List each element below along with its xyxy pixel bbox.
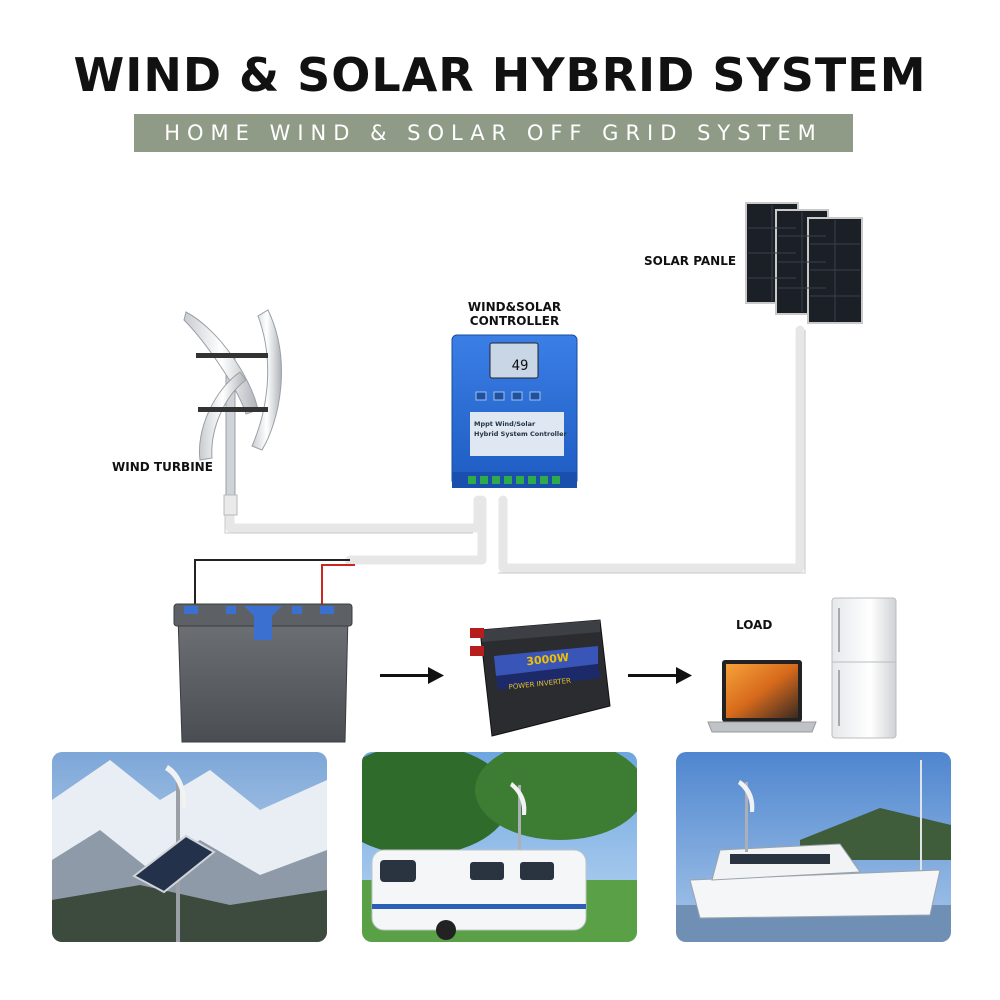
inverter-icon xyxy=(470,619,611,737)
controller-label-line1: WIND&SOLAR xyxy=(467,300,562,314)
laptop-icon xyxy=(707,660,817,733)
controller-icon xyxy=(451,334,578,488)
wind-turbine-label: WIND TURBINE xyxy=(112,460,213,474)
load-label: LOAD xyxy=(736,618,773,632)
fridge-icon xyxy=(831,597,897,739)
battery-icon xyxy=(173,603,353,743)
battery-positive-wire xyxy=(321,564,355,604)
subtitle-bar: HOME WIND & SOLAR OFF GRID SYSTEM xyxy=(134,114,853,152)
wind-turbine-icon xyxy=(183,309,282,516)
arrow-icon xyxy=(380,667,692,684)
controller-label-line2: CONTROLLER xyxy=(469,314,560,328)
controller-panel-title: Mppt Wind/Solar xyxy=(474,420,536,428)
controller-panel-subtitle: Hybrid System Controller xyxy=(474,430,568,438)
inverter-rating: 3000W xyxy=(526,651,570,668)
photo-camper xyxy=(362,752,637,942)
solar-panel-icon xyxy=(745,202,863,324)
page-subtitle: HOME WIND & SOLAR OFF GRID SYSTEM xyxy=(164,121,823,145)
solar-panel-label: SOLAR PANLE xyxy=(644,254,737,268)
controller-display: 49 xyxy=(512,358,529,374)
photo-boat xyxy=(676,752,951,942)
battery-negative-wire xyxy=(194,559,350,604)
page-title: WIND & SOLAR HYBRID SYSTEM xyxy=(73,48,927,102)
photo-mountain xyxy=(52,752,327,942)
